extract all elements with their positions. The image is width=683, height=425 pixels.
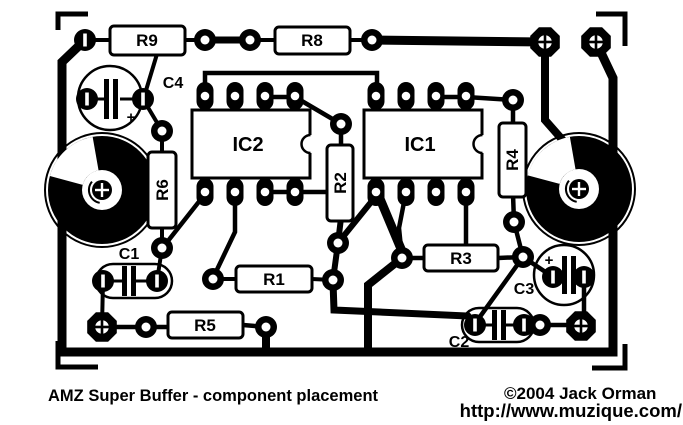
label-ic2: IC2 [232, 134, 263, 156]
label-c3: C3 [514, 281, 535, 298]
resistor-r3: R3 [422, 243, 500, 273]
label-ic1: IC1 [404, 134, 435, 156]
mount-pad-bottom-right [564, 309, 598, 343]
label-r8: R8 [301, 31, 323, 50]
c4-plus-mark: + [127, 109, 136, 126]
footer-text: AMZ Super Buffer - component placement ©… [48, 384, 682, 421]
label-r1: R1 [263, 270, 285, 289]
crop-mark-top-left [55, 11, 88, 30]
ic1-chip: IC1 [362, 82, 492, 206]
c3-plus-mark: + [545, 252, 554, 269]
resistor-r6: R6 [146, 150, 178, 230]
label-c1: C1 [119, 246, 140, 263]
ic2-notch [300, 133, 311, 155]
resistor-r2: R2 [325, 143, 355, 223]
mount-pad-top-right-2 [579, 25, 613, 59]
right-jack-center-pad [567, 177, 591, 201]
label-c2: C2 [449, 334, 470, 351]
label-r3: R3 [450, 249, 472, 268]
resistor-r1: R1 [234, 264, 314, 294]
resistor-r4: R4 [497, 121, 528, 199]
ic2-chip: IC2 [190, 82, 320, 206]
mount-pad-bottom-left [85, 310, 119, 344]
copyright-text: ©2004 Jack Orman [504, 384, 656, 403]
ic1-notch [472, 133, 483, 155]
crop-mark-bottom-right [592, 344, 628, 371]
website-url: http://www.muzique.com/ [460, 400, 682, 421]
label-c4: C4 [163, 75, 184, 92]
resistor-r9: R9 [108, 24, 187, 57]
label-r6: R6 [153, 179, 172, 201]
resistor-r8: R8 [273, 25, 352, 56]
resistor-r5: R5 [166, 310, 245, 340]
crop-mark-top-right [596, 11, 628, 46]
left-jack-center-pad [90, 178, 114, 202]
diagram-title: AMZ Super Buffer - component placement [48, 387, 379, 405]
label-r2: R2 [331, 172, 350, 194]
cap-labels: C4 + C1 C2 C3 + [119, 75, 554, 351]
label-r9: R9 [136, 31, 158, 50]
label-r4: R4 [503, 149, 522, 171]
mount-pad-top-right-1 [528, 25, 562, 59]
label-r5: R5 [194, 316, 216, 335]
